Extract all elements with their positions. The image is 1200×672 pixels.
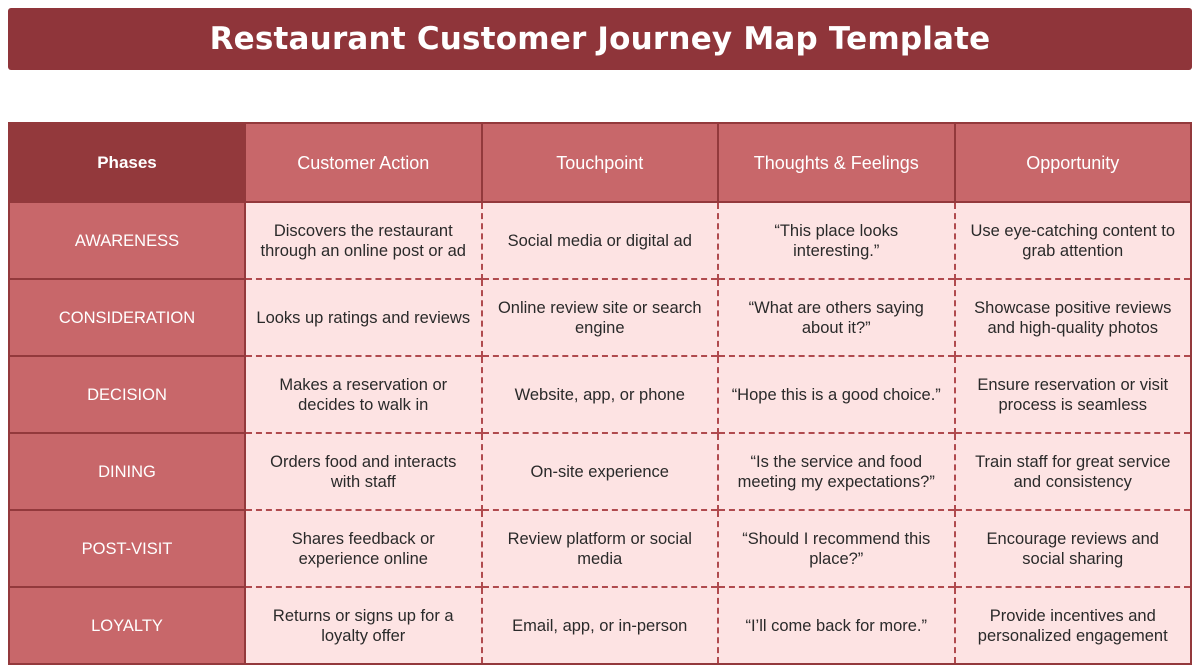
customer-action-cell: Looks up ratings and reviews [244, 278, 482, 356]
touchpoint-cell: On-site experience [480, 432, 718, 510]
phase-label: DECISION [9, 355, 245, 433]
thoughts-cell: “This place looks interesting.” [717, 202, 955, 279]
thoughts-cell: “What are others saying about it?” [717, 278, 955, 356]
opportunity-cell: Encourage reviews and social sharing [953, 509, 1191, 587]
table-row: DINING Orders food and interacts with st… [9, 432, 1191, 510]
column-header-thoughts-feelings: Thoughts & Feelings [717, 123, 955, 203]
phase-label: CONSIDERATION [9, 278, 245, 356]
thoughts-cell: “Hope this is a good choice.” [717, 355, 955, 433]
customer-action-cell: Orders food and interacts with staff [244, 432, 482, 510]
opportunity-cell: Use eye-catching content to grab attenti… [953, 202, 1191, 279]
column-header-opportunity: Opportunity [953, 123, 1191, 203]
journey-map-table: Phases Customer Action Touchpoint Though… [8, 122, 1192, 665]
customer-action-cell: Discovers the restaurant through an onli… [244, 202, 482, 279]
table-row: LOYALTY Returns or signs up for a loyalt… [9, 586, 1191, 664]
thoughts-cell: “Is the service and food meeting my expe… [717, 432, 955, 510]
touchpoint-cell: Website, app, or phone [480, 355, 718, 433]
opportunity-cell: Ensure reservation or visit process is s… [953, 355, 1191, 433]
title-banner: Restaurant Customer Journey Map Template [8, 8, 1192, 70]
phase-label: LOYALTY [9, 586, 245, 664]
customer-action-cell: Returns or signs up for a loyalty offer [244, 586, 482, 664]
table-header-row: Phases Customer Action Touchpoint Though… [9, 123, 1191, 203]
touchpoint-cell: Social media or digital ad [480, 202, 718, 279]
column-header-touchpoint: Touchpoint [480, 123, 718, 203]
phase-label: DINING [9, 432, 245, 510]
touchpoint-cell: Review platform or social media [480, 509, 718, 587]
table-row: CONSIDERATION Looks up ratings and revie… [9, 278, 1191, 356]
thoughts-cell: “I’ll come back for more.” [717, 586, 955, 664]
table-row: AWARENESS Discovers the restaurant throu… [9, 202, 1191, 279]
customer-action-cell: Shares feedback or experience online [244, 509, 482, 587]
column-header-customer-action: Customer Action [244, 123, 482, 203]
opportunity-cell: Train staff for great service and consis… [953, 432, 1191, 510]
column-header-phases: Phases [9, 123, 245, 203]
opportunity-cell: Showcase positive reviews and high-quali… [953, 278, 1191, 356]
phase-label: POST-VISIT [9, 509, 245, 587]
customer-action-cell: Makes a reservation or decides to walk i… [244, 355, 482, 433]
page-title: Restaurant Customer Journey Map Template [209, 21, 991, 57]
table-row: DECISION Makes a reservation or decides … [9, 355, 1191, 433]
touchpoint-cell: Email, app, or in-person [480, 586, 718, 664]
opportunity-cell: Provide incentives and personalized enga… [953, 586, 1191, 664]
phase-label: AWARENESS [9, 202, 245, 279]
thoughts-cell: “Should I recommend this place?” [717, 509, 955, 587]
table-row: POST-VISIT Shares feedback or experience… [9, 509, 1191, 587]
touchpoint-cell: Online review site or search engine [480, 278, 718, 356]
